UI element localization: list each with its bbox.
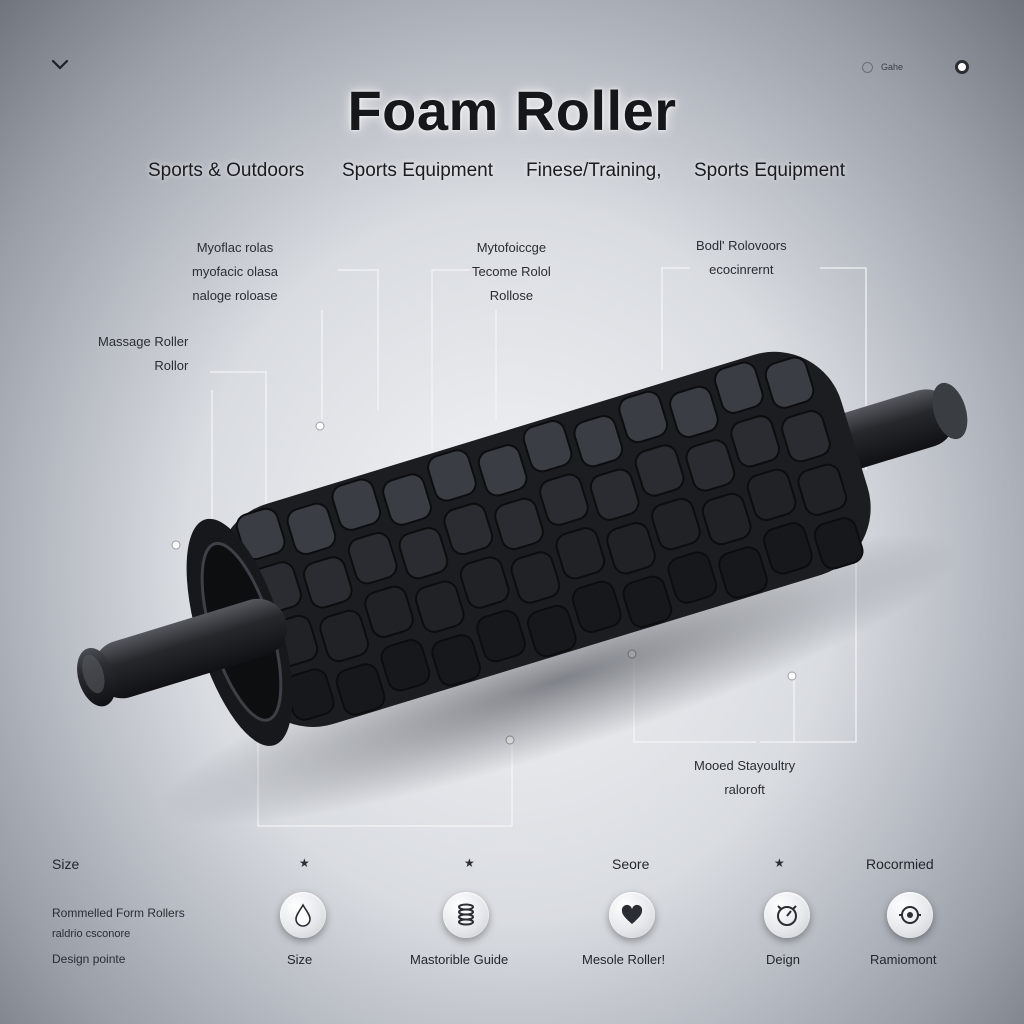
- roller-rib: [634, 444, 685, 497]
- roller-rib: [510, 551, 561, 604]
- status-dot-icon: [862, 61, 873, 73]
- roller-rib: [302, 556, 353, 609]
- roller-rib: [571, 580, 622, 633]
- roller-rib: [669, 385, 719, 439]
- roller-rib: [286, 502, 337, 555]
- callout-myotherapy: Mytofoiccge Tecome Rolol Rollose: [472, 236, 551, 308]
- roller-rib: [701, 492, 752, 546]
- category-sports-equipment[interactable]: Sports Equipment: [342, 160, 494, 181]
- callout-line: myofacic olasa: [192, 264, 278, 279]
- roller-rib: [764, 356, 815, 409]
- chevron-down-icon[interactable]: [50, 58, 70, 72]
- callout-line: Bodl' Rolovoors: [696, 238, 787, 253]
- top-right-controls: Gahe: [862, 60, 970, 74]
- top-right-label: Gahe: [881, 62, 904, 72]
- roller-rib: [781, 410, 831, 463]
- roller-rib: [746, 468, 797, 521]
- feature-label-guide: Mastorible Guide: [410, 952, 509, 967]
- left-line-2: raldrio csconore: [52, 928, 131, 940]
- roller-rib: [331, 478, 382, 531]
- roller-rib: [476, 609, 526, 663]
- roller-rib: [347, 532, 398, 585]
- roller-rib: [606, 522, 656, 575]
- callout-myofascial: Myoflac rolas myofacic olasa naloge rolo…: [192, 236, 278, 308]
- callout-mood-stability: Mooed Stayoultry raloroft: [694, 754, 795, 802]
- callout-body-roller: Bodl' Rolovoors ecocinrernt: [696, 234, 787, 282]
- feature-label-size: Size: [287, 952, 313, 967]
- roller-rib: [526, 604, 577, 658]
- roller-rib: [477, 444, 528, 497]
- roller-rib: [459, 556, 510, 609]
- roller-rib: [380, 639, 431, 692]
- callout-line: Mooed Stayoultry: [694, 758, 796, 773]
- heart-icon[interactable]: [609, 892, 655, 938]
- roller-rib: [431, 634, 481, 687]
- recommended-label: Rocormied: [866, 856, 934, 872]
- roller-rib: [651, 497, 701, 551]
- page-title: Foam Roller: [347, 79, 677, 142]
- callout-line: raloroft: [724, 782, 765, 797]
- roller-rib: [522, 420, 573, 473]
- roller-rib: [714, 361, 764, 414]
- callout-line: Massage Roller: [98, 334, 189, 349]
- star-icon: ★: [774, 856, 785, 870]
- callout-line: naloge roloase: [192, 288, 278, 303]
- roller-rib: [427, 449, 477, 502]
- roller-rib: [443, 502, 494, 556]
- target-icon[interactable]: [887, 892, 933, 938]
- dial-icon[interactable]: [764, 892, 810, 938]
- roller-rib: [235, 507, 286, 561]
- roller-rib: [364, 585, 414, 638]
- roller-rib: [494, 497, 544, 551]
- roller-rib: [667, 551, 718, 604]
- drop-icon[interactable]: [280, 892, 326, 938]
- callout-line: ecocinrernt: [709, 262, 774, 277]
- spring-icon[interactable]: [443, 892, 489, 938]
- callout-line: Mytofoiccge: [476, 240, 547, 255]
- callout-line: Tecome Rolol: [472, 264, 551, 279]
- roller-rib: [573, 414, 624, 468]
- left-line-3: Design pointe: [52, 952, 126, 966]
- callout-massage-roller: Massage Roller Rollor: [98, 330, 188, 378]
- size-heading: Size: [52, 856, 80, 872]
- roller-rib: [622, 575, 673, 628]
- feature-label-recommend: Ramiomont: [870, 952, 937, 967]
- star-icon: ★: [464, 856, 475, 870]
- roller-rib: [730, 415, 781, 468]
- category-sports-equipment-2[interactable]: Sports Equipment: [694, 160, 846, 181]
- callout-line: Myoflac rolas: [196, 240, 274, 255]
- roller-rib: [813, 517, 864, 570]
- feature-label-muscle-roller: Mesole Roller!: [582, 952, 666, 967]
- roller-rib: [335, 663, 386, 716]
- roller-rib: [382, 473, 432, 526]
- roller-rib: [319, 609, 369, 663]
- roller-rib: [398, 527, 449, 580]
- roller-rib: [589, 468, 640, 521]
- roller-rib: [718, 546, 768, 599]
- roller-rib: [618, 390, 669, 444]
- toggle-icon[interactable]: [955, 60, 970, 74]
- callout-line: Rollor: [154, 358, 189, 373]
- left-line-1: Rommelled Form Rollers: [52, 906, 185, 920]
- roller-rib: [539, 473, 589, 526]
- roller-rib: [414, 580, 465, 633]
- category-fitness-training[interactable]: Finese/Training,: [526, 160, 662, 181]
- score-label: Seore: [612, 856, 650, 872]
- callout-line: Rollose: [489, 288, 534, 303]
- feature-label-design: Deign: [766, 952, 800, 967]
- category-sports-outdoors[interactable]: Sports & Outdoors: [148, 160, 305, 181]
- roller-rib: [685, 439, 736, 492]
- roller-rib: [555, 527, 606, 580]
- roller-rib: [797, 463, 848, 516]
- star-icon: ★: [299, 856, 310, 870]
- roller-rib: [763, 522, 813, 575]
